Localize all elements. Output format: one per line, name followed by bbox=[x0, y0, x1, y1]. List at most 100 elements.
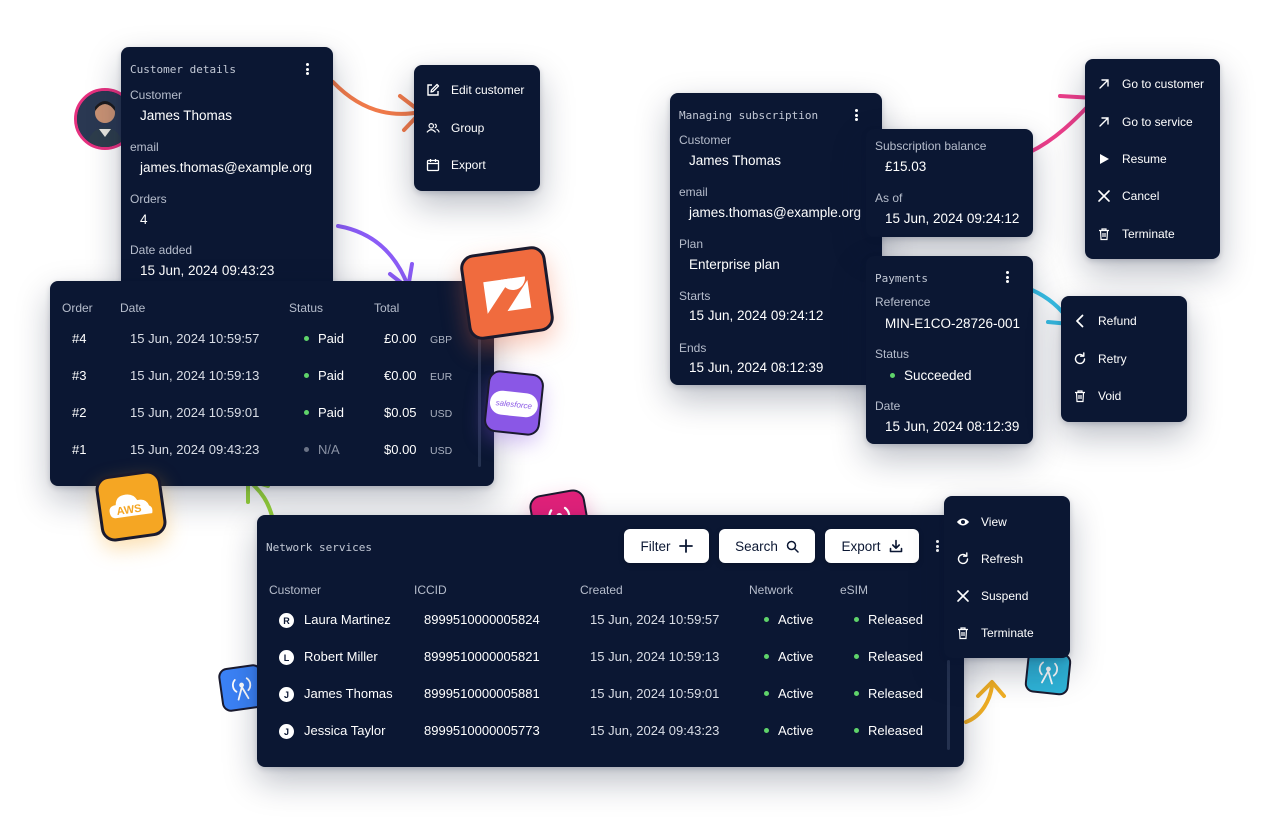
table-row[interactable]: J Jessica Taylor 8999510000005773 15 Jun… bbox=[257, 718, 947, 755]
order-status: Paid bbox=[304, 368, 344, 383]
column-header-created: Created bbox=[580, 583, 623, 597]
status-label: Status bbox=[875, 347, 910, 361]
menu-item-label: Edit customer bbox=[451, 83, 525, 97]
reference-value: MIN-E1CO-28726-001 bbox=[885, 316, 1021, 331]
created: 15 Jun, 2024 09:43:23 bbox=[590, 723, 720, 738]
customer-initial-avatar: J bbox=[279, 724, 294, 739]
menu-item-label: Refresh bbox=[981, 552, 1024, 566]
table-row[interactable]: #4 15 Jun, 2024 10:59:57 Paid £0.00 GBP bbox=[50, 325, 480, 362]
menu-item-cancel[interactable]: Cancel bbox=[1085, 181, 1220, 211]
panel-title: Customer details bbox=[130, 63, 236, 76]
iccid: 8999510000005773 bbox=[424, 723, 540, 738]
more-options-icon[interactable] bbox=[931, 539, 943, 553]
order-currency: EUR bbox=[430, 371, 453, 383]
iccid: 8999510000005824 bbox=[424, 612, 540, 627]
more-options-icon[interactable] bbox=[850, 108, 862, 122]
menu-item-suspend[interactable]: Suspend bbox=[944, 581, 1070, 611]
menu-item-terminate[interactable]: Terminate bbox=[944, 618, 1070, 648]
payments-panel: Payments Reference MIN-E1CO-28726-001 St… bbox=[866, 256, 1033, 444]
export-button[interactable]: Export bbox=[825, 529, 919, 563]
menu-item-refund[interactable]: Refund bbox=[1061, 306, 1187, 336]
table-row[interactable]: #3 15 Jun, 2024 10:59:13 Paid €0.00 EUR bbox=[50, 362, 480, 399]
order-status: N/A bbox=[304, 442, 340, 457]
scrollbar[interactable] bbox=[478, 339, 481, 467]
trash-icon bbox=[956, 626, 970, 640]
created: 15 Jun, 2024 10:59:57 bbox=[590, 612, 720, 627]
customer-name: James Thomas bbox=[304, 686, 393, 701]
menu-item-go-to-service[interactable]: Go to service bbox=[1085, 107, 1220, 137]
menu-item-export[interactable]: Export bbox=[414, 150, 540, 180]
search-button[interactable]: Search bbox=[719, 529, 815, 563]
order-total: $0.00 bbox=[384, 442, 417, 457]
menu-item-label: View bbox=[981, 515, 1007, 529]
panel-title: Network services bbox=[266, 541, 372, 554]
status-value: Succeeded bbox=[890, 368, 972, 383]
column-header-order: Order bbox=[62, 301, 93, 315]
menu-item-terminate[interactable]: Terminate bbox=[1085, 219, 1220, 249]
iccid: 8999510000005821 bbox=[424, 649, 540, 664]
status-dot bbox=[304, 410, 309, 416]
balance-value: £15.03 bbox=[885, 159, 927, 174]
column-header-customer: Customer bbox=[269, 583, 322, 597]
subscription-balance-panel: Subscription balance £15.03 As of 15 Jun… bbox=[866, 129, 1033, 237]
status-dot bbox=[764, 728, 769, 734]
table-row[interactable]: J James Thomas 8999510000005881 15 Jun, … bbox=[257, 681, 947, 718]
arrow-purple bbox=[336, 224, 410, 288]
esim-status: Released bbox=[854, 649, 923, 664]
order-date: 15 Jun, 2024 10:59:57 bbox=[130, 331, 260, 346]
refresh-icon bbox=[1073, 352, 1087, 366]
order-total: $0.05 bbox=[384, 405, 417, 420]
menu-item-group[interactable]: Group bbox=[414, 113, 540, 143]
filter-button-label: Filter bbox=[640, 538, 671, 554]
menu-item-label: Retry bbox=[1098, 352, 1127, 366]
close-icon bbox=[1097, 189, 1111, 203]
order-date: 15 Jun, 2024 10:59:13 bbox=[130, 368, 260, 383]
antenna-logo-cyan bbox=[1023, 649, 1073, 697]
filter-button[interactable]: Filter bbox=[624, 529, 709, 563]
search-icon bbox=[786, 540, 799, 553]
starts-label: Starts bbox=[679, 289, 711, 303]
calendar-icon bbox=[426, 158, 440, 172]
eye-icon bbox=[956, 515, 970, 529]
plus-icon bbox=[678, 539, 693, 553]
esim-status: Released bbox=[854, 723, 923, 738]
edit-icon bbox=[426, 83, 440, 97]
table-row[interactable]: #2 15 Jun, 2024 10:59:01 Paid $0.05 USD bbox=[50, 399, 480, 436]
order-number: #4 bbox=[72, 331, 87, 346]
esim-status: Released bbox=[854, 612, 923, 627]
table-row[interactable]: L Robert Miller 8999510000005821 15 Jun,… bbox=[257, 644, 947, 681]
more-options-icon[interactable] bbox=[1001, 270, 1013, 284]
menu-item-refresh[interactable]: Refresh bbox=[944, 544, 1070, 574]
menu-item-go-to-customer[interactable]: Go to customer bbox=[1085, 69, 1220, 99]
order-total: £0.00 bbox=[384, 331, 417, 346]
customer-avatar bbox=[74, 88, 136, 150]
menu-item-view[interactable]: View bbox=[944, 507, 1070, 537]
order-total: €0.00 bbox=[384, 368, 417, 383]
email-value: james.thomas@example.org bbox=[140, 160, 313, 175]
menu-item-edit-customer[interactable]: Edit customer bbox=[414, 75, 540, 105]
scrollbar[interactable] bbox=[947, 660, 950, 750]
iccid: 8999510000005881 bbox=[424, 686, 540, 701]
table-row[interactable]: R Laura Martinez 8999510000005824 15 Jun… bbox=[257, 607, 947, 644]
menu-item-retry[interactable]: Retry bbox=[1061, 344, 1187, 374]
order-number: #3 bbox=[72, 368, 87, 383]
download-icon bbox=[889, 539, 902, 553]
menu-item-label: Go to service bbox=[1122, 115, 1193, 129]
order-date: 15 Jun, 2024 10:59:01 bbox=[130, 405, 260, 420]
menu-item-label: Terminate bbox=[981, 626, 1034, 640]
group-icon bbox=[426, 121, 440, 135]
starts-value: 15 Jun, 2024 09:24:12 bbox=[689, 308, 824, 323]
esim-status: Released bbox=[854, 686, 923, 701]
close-icon bbox=[956, 589, 970, 603]
table-row[interactable]: #1 15 Jun, 2024 09:43:23 N/A $0.00 USD bbox=[50, 436, 480, 473]
more-options-icon[interactable] bbox=[301, 62, 313, 76]
export-button-label: Export bbox=[841, 538, 881, 554]
menu-item-void[interactable]: Void bbox=[1061, 381, 1187, 411]
customer-label: Customer bbox=[679, 133, 732, 147]
column-header-network: Network bbox=[749, 583, 794, 597]
asof-value: 15 Jun, 2024 09:24:12 bbox=[885, 211, 1020, 226]
panel-title: Payments bbox=[875, 272, 928, 285]
salesforce-logo: salesforce bbox=[482, 369, 546, 437]
menu-item-resume[interactable]: Resume bbox=[1085, 144, 1220, 174]
order-status: Paid bbox=[304, 405, 344, 420]
